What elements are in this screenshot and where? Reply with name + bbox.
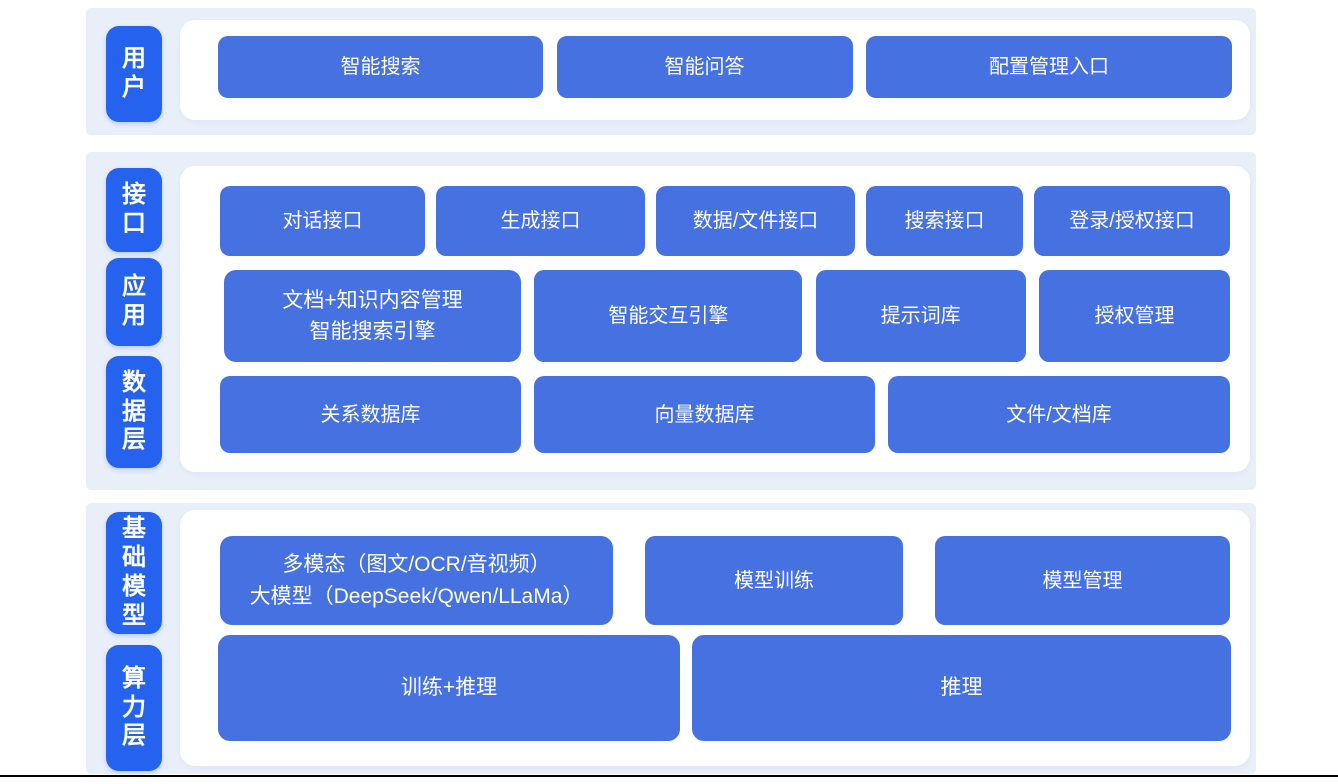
chip-foundation-model-layer-label: 基础模型	[122, 515, 146, 629]
box-inference: 推理	[692, 635, 1231, 741]
user-layer-panel: 智能搜索 智能问答 配置管理入口	[180, 20, 1250, 120]
box-intelligent-interaction-engine: 智能交互引擎	[534, 270, 803, 362]
interface-application-data-band: 接口 应用 数据层 对话接口 生成接口 数据/文件接口 搜索接口 登录/授权接口…	[86, 152, 1256, 490]
chip-compute-layer-label: 算力层	[122, 664, 146, 750]
chip-interface-layer: 接口	[106, 168, 162, 252]
box-doc-knowledge-search-engine: 文档+知识内容管理 智能搜索引擎	[224, 270, 521, 362]
interface-application-data-panel: 对话接口 生成接口 数据/文件接口 搜索接口 登录/授权接口 文档+知识内容管理…	[180, 166, 1250, 472]
foundation-model-row: 多模态（图文/OCR/音视频） 大模型（DeepSeek/Qwen/LLaMa）…	[220, 536, 1230, 625]
box-model-training: 模型训练	[645, 536, 903, 625]
box-vector-database: 向量数据库	[534, 376, 875, 453]
box-file-document-store: 文件/文档库	[888, 376, 1230, 453]
chip-user-layer-label: 用户	[122, 45, 146, 101]
chip-interface-layer-label: 接口	[122, 181, 146, 237]
box-data-file-api: 数据/文件接口	[656, 186, 855, 256]
chip-application-layer-label: 应用	[122, 273, 146, 329]
bottom-divider-line	[0, 775, 1338, 777]
foundation-compute-band: 基础模型 算力层 多模态（图文/OCR/音视频） 大模型（DeepSeek/Qw…	[86, 503, 1256, 774]
foundation-compute-panel: 多模态（图文/OCR/音视频） 大模型（DeepSeek/Qwen/LLaMa）…	[180, 510, 1250, 766]
box-intelligent-qa: 智能问答	[556, 36, 853, 98]
user-layer-row: 智能搜索 智能问答 配置管理入口	[218, 36, 1232, 98]
box-login-auth-api: 登录/授权接口	[1034, 186, 1230, 256]
chip-user-layer: 用户	[106, 26, 162, 122]
chip-data-layer-label: 数据层	[122, 368, 146, 454]
chip-data-layer: 数据层	[106, 356, 162, 468]
box-authorization-management: 授权管理	[1038, 270, 1230, 362]
box-generation-api: 生成接口	[436, 186, 645, 256]
box-search-api: 搜索接口	[866, 186, 1023, 256]
user-layer-band: 用户 智能搜索 智能问答 配置管理入口	[86, 8, 1256, 135]
box-prompt-library: 提示词库	[815, 270, 1026, 362]
interface-row: 对话接口 生成接口 数据/文件接口 搜索接口 登录/授权接口	[220, 186, 1230, 256]
box-model-management: 模型管理	[935, 536, 1230, 625]
chip-foundation-model-layer: 基础模型	[106, 512, 162, 634]
box-relational-database: 关系数据库	[220, 376, 521, 453]
box-config-management-entry: 配置管理入口	[866, 36, 1232, 98]
chip-application-layer: 应用	[106, 258, 162, 346]
box-multimodal-large-model: 多模态（图文/OCR/音视频） 大模型（DeepSeek/Qwen/LLaMa）	[220, 536, 613, 625]
data-row: 关系数据库 向量数据库 文件/文档库	[220, 376, 1230, 453]
box-training-plus-inference: 训练+推理	[218, 635, 680, 741]
compute-row: 训练+推理 推理	[218, 635, 1231, 741]
application-row: 文档+知识内容管理 智能搜索引擎 智能交互引擎 提示词库 授权管理	[224, 270, 1230, 362]
box-dialog-api: 对话接口	[220, 186, 425, 256]
chip-compute-layer: 算力层	[106, 645, 162, 771]
box-intelligent-search: 智能搜索	[218, 36, 543, 98]
